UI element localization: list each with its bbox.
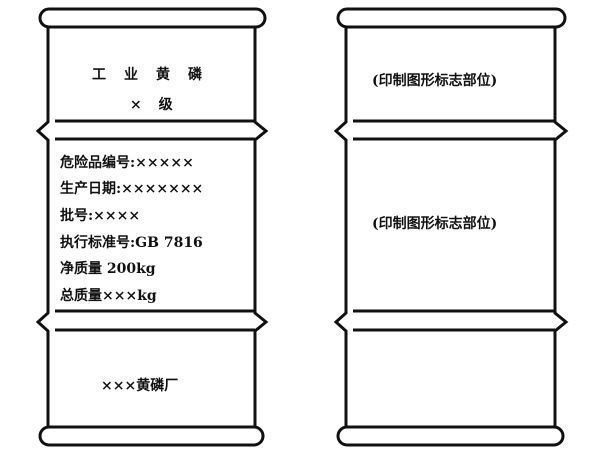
top-rim bbox=[38, 7, 267, 29]
label-line: 执行标准号:GB 7816 bbox=[60, 235, 203, 251]
right-side bbox=[253, 27, 269, 427]
manufacturer: ×××黄磷厂 bbox=[101, 378, 179, 394]
bottom-rim bbox=[38, 425, 265, 447]
right-side bbox=[553, 27, 569, 427]
product-title: 工业黄磷 bbox=[92, 67, 220, 83]
graphic-mark-area: (印制图形标志部位) bbox=[372, 73, 498, 89]
product-grade: × 级 bbox=[130, 97, 179, 113]
left-side bbox=[35, 27, 50, 427]
graphic-mark-area: (印制图形标志部位) bbox=[372, 216, 498, 232]
left-side bbox=[333, 27, 348, 427]
label-line: 生产日期:××××××× bbox=[60, 181, 204, 197]
label-line: 危险品编号:××××× bbox=[60, 155, 194, 171]
label-line: 总质量×××kg bbox=[60, 288, 157, 304]
right-drum bbox=[333, 7, 569, 447]
label-line: 净质量 200kg bbox=[60, 261, 156, 277]
bottom-rim bbox=[336, 425, 565, 447]
left-drum bbox=[35, 7, 269, 447]
label-line: 批号:×××× bbox=[60, 208, 141, 224]
top-rim bbox=[336, 7, 567, 29]
